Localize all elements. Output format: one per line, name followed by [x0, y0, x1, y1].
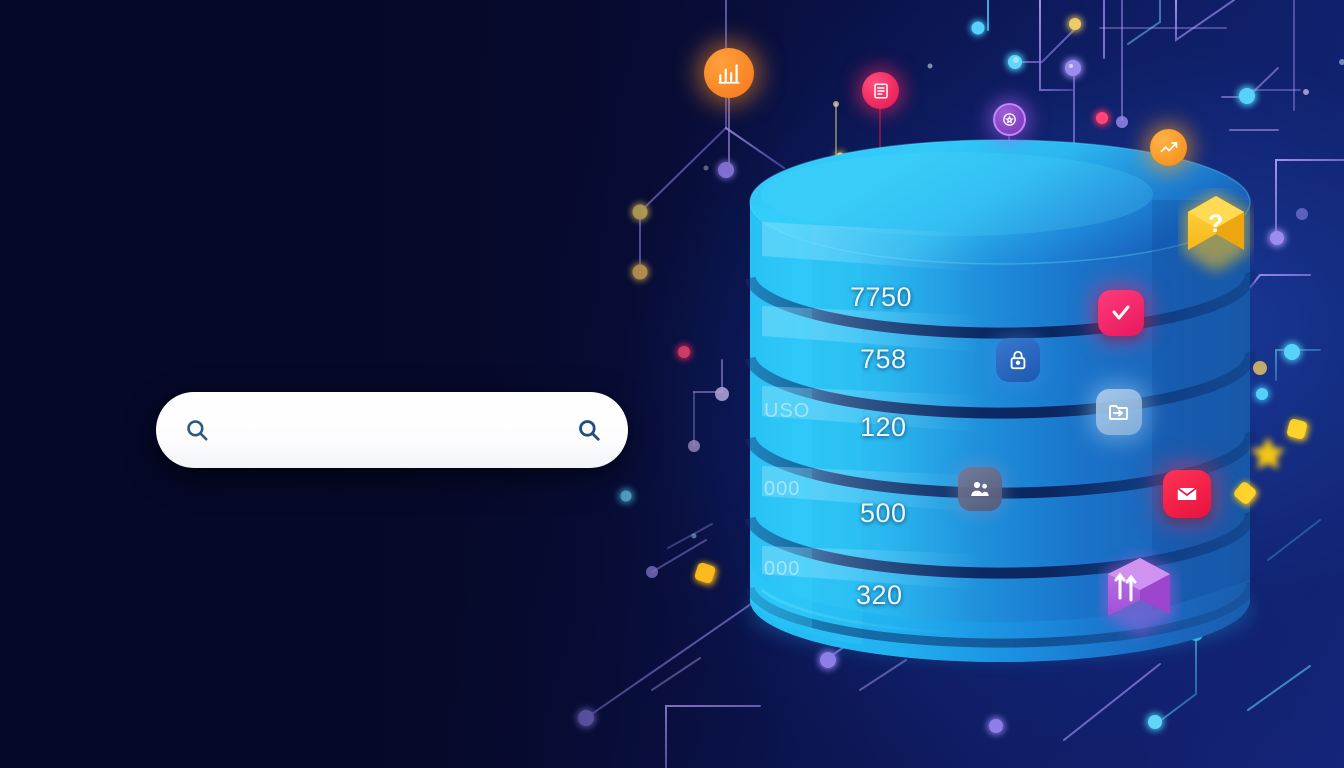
shield-star-icon [993, 103, 1026, 136]
lock-icon [996, 338, 1040, 382]
search-input[interactable] [224, 409, 562, 451]
trending-up-icon [1150, 129, 1187, 166]
chart-icon [704, 48, 754, 98]
mail-icon [1163, 470, 1211, 518]
users-icon [958, 467, 1002, 511]
search-submit-icon[interactable] [576, 417, 602, 443]
help-cube-icon: ? [1178, 188, 1254, 280]
document-icon [862, 72, 899, 109]
folder-transfer-icon [1096, 389, 1142, 435]
search-icon [184, 417, 210, 443]
transfer-cube-icon [1098, 548, 1182, 644]
check-icon [1098, 290, 1144, 336]
svg-text:?: ? [1208, 210, 1223, 238]
search-bar[interactable] [156, 392, 628, 468]
